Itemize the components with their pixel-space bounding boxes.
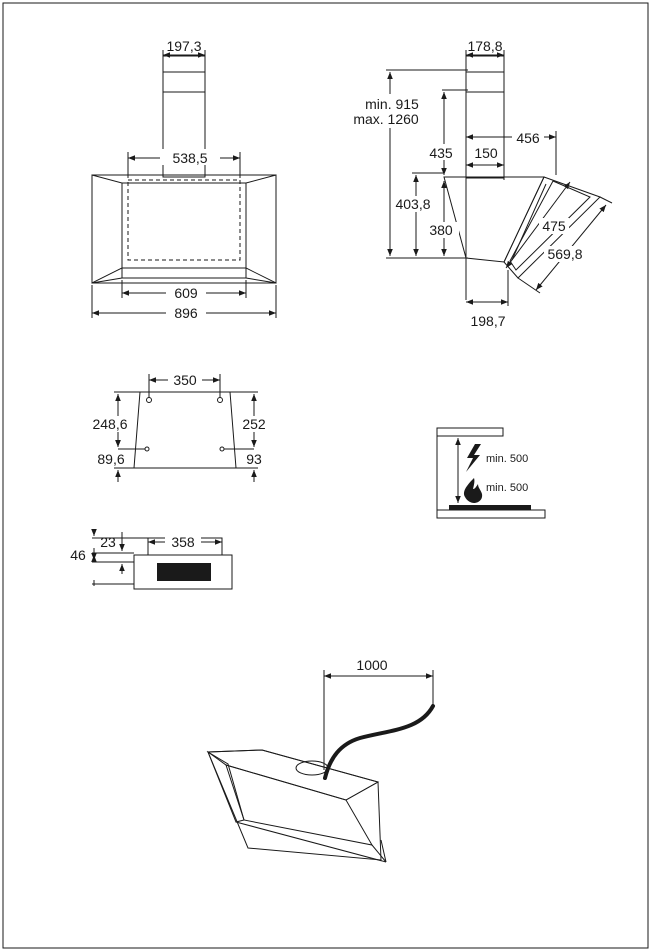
dim-width-358: 358	[171, 534, 195, 550]
dim-opening-width: 538,5	[172, 150, 207, 166]
dim-depth-23: 23	[100, 534, 116, 550]
dim-hole-spacing: 350	[173, 372, 197, 388]
gas-min-clearance: min. 500	[486, 482, 528, 494]
dim-grill-width: 609	[174, 285, 198, 301]
dim-depth-46: 46	[70, 547, 86, 563]
dim-bottom-depth: 198,7	[470, 313, 505, 329]
cable-view: 1000	[206, 657, 435, 863]
dim-total-width: 896	[174, 305, 198, 321]
dim-panel-569: 569,8	[547, 246, 582, 262]
dim-max-height: max. 1260	[353, 111, 419, 127]
flame-icon	[464, 478, 483, 503]
side-view: 178,8 456 150 min. 915 max. 1260 435	[353, 38, 613, 329]
power-cable	[323, 704, 435, 780]
electric-min-clearance: min. 500	[486, 453, 528, 465]
dim-chimney-width: 197,3	[166, 38, 201, 54]
dim-left-bottom: 89,6	[97, 451, 124, 467]
bracket-view: 350 248,6 89,6 252 93	[88, 371, 270, 482]
clearance-view: min. 500 min. 500	[436, 427, 546, 519]
dim-right-height: 252	[242, 416, 266, 432]
dim-min-height: min. 915	[365, 96, 419, 112]
dim-left-height: 248,6	[92, 416, 127, 432]
dim-height-380: 380	[429, 222, 453, 238]
dim-panel-475: 475	[542, 218, 566, 234]
dim-cable-length: 1000	[356, 657, 387, 673]
top-view: 358 23 46	[70, 529, 233, 590]
dim-depth-456: 456	[516, 130, 540, 146]
dim-right-bottom: 93	[246, 451, 262, 467]
lightning-icon	[466, 444, 481, 472]
front-view: 197,3 538,5 609 896	[91, 38, 277, 321]
dim-height-435: 435	[429, 145, 453, 161]
dim-depth-150: 150	[474, 145, 498, 161]
dim-chimney-depth: 178,8	[467, 38, 502, 54]
dim-height-403: 403,8	[395, 196, 430, 212]
